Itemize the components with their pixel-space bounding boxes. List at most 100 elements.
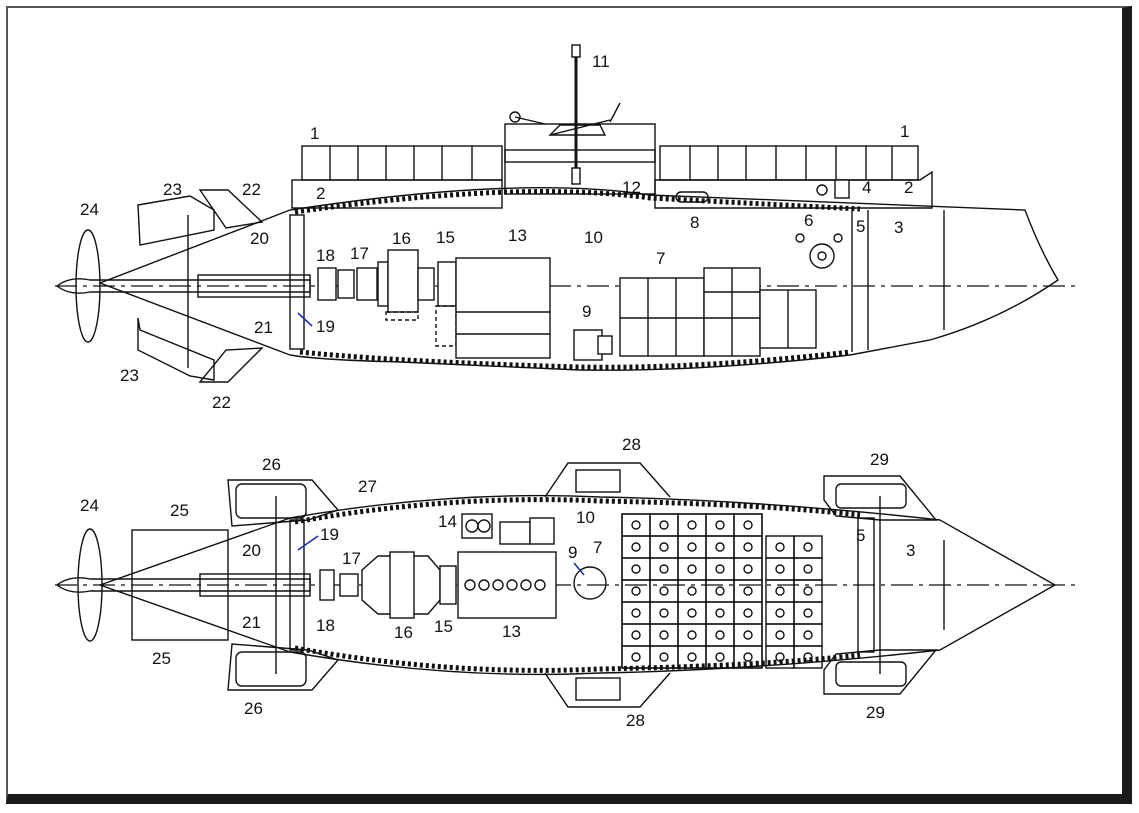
battery-grid-outline xyxy=(621,513,763,669)
top-label-24: 24 xyxy=(80,496,99,515)
top-label-9: 9 xyxy=(568,543,577,562)
battery-cell xyxy=(705,601,735,625)
battery-cell-terminal xyxy=(803,608,813,618)
battery-cell-terminal xyxy=(743,520,753,530)
side-label-17: 17 xyxy=(350,244,369,263)
battery-cell xyxy=(649,535,679,559)
battery-cell-terminal xyxy=(803,564,813,574)
battery-cell xyxy=(765,557,795,581)
side-label-20: 20 xyxy=(250,229,269,248)
side-ballast-aft xyxy=(291,179,503,209)
battery-cell xyxy=(621,623,651,647)
top-hull-plating-upper xyxy=(294,497,861,525)
battery-cell-terminal xyxy=(631,564,641,574)
battery-cell-terminal xyxy=(715,564,725,574)
side-hatch-mech xyxy=(834,179,850,199)
battery-cell-terminal xyxy=(687,652,697,662)
top-label-20: 20 xyxy=(242,541,261,560)
battery-cell xyxy=(765,535,795,559)
top-label-13: 13 xyxy=(502,622,521,641)
top-gear xyxy=(439,565,457,605)
battery-cell xyxy=(793,623,823,647)
battery-cell xyxy=(765,579,795,603)
side-periscope-head xyxy=(571,44,581,58)
battery-cell xyxy=(621,579,651,603)
battery-cell-terminal xyxy=(775,652,785,662)
side-engine xyxy=(455,257,551,359)
top-mid-tank-upper xyxy=(544,462,671,498)
side-coupling xyxy=(317,267,337,301)
top-propeller xyxy=(77,528,103,642)
side-deck-container-fwd xyxy=(659,145,919,181)
battery-cell xyxy=(677,513,707,537)
battery-cell xyxy=(765,623,795,647)
battery-cell xyxy=(649,557,679,581)
top-battery-grid xyxy=(621,513,823,669)
top-label-16: 16 xyxy=(394,623,413,642)
side-label-1a: 1 xyxy=(310,124,319,143)
top-pointer-9 xyxy=(573,562,585,576)
side-label-21: 21 xyxy=(254,318,273,337)
top-aft-tank-lower xyxy=(227,643,340,691)
top-stern-plane xyxy=(131,529,229,641)
battery-cell xyxy=(649,623,679,647)
top-label-17: 17 xyxy=(342,549,361,568)
side-ballast-fwd xyxy=(654,170,933,209)
battery-cell-terminal xyxy=(743,586,753,596)
battery-cell xyxy=(621,601,651,625)
battery-cell-terminal xyxy=(659,520,669,530)
battery-cell-terminal xyxy=(775,608,785,618)
side-label-22b: 22 xyxy=(212,393,231,412)
battery-cell-terminal xyxy=(743,652,753,662)
side-wheel xyxy=(809,243,835,269)
side-upper-stabilizer xyxy=(137,195,215,246)
battery-cell-terminal xyxy=(659,564,669,574)
battery-cell-terminal xyxy=(687,564,697,574)
top-label-26b: 26 xyxy=(244,699,263,718)
battery-cell xyxy=(621,535,651,559)
battery-cell-terminal xyxy=(803,586,813,596)
side-upper-fin xyxy=(198,189,264,229)
top-fwd-bulkhead xyxy=(857,517,875,653)
battery-cell xyxy=(705,535,735,559)
side-label-23a: 23 xyxy=(163,180,182,199)
battery-cell-terminal xyxy=(803,652,813,662)
battery-cell-terminal xyxy=(687,520,697,530)
battery-cell-terminal xyxy=(743,630,753,640)
battery-cell-terminal xyxy=(659,608,669,618)
battery-cell xyxy=(649,513,679,537)
side-label-23b: 23 xyxy=(120,366,139,385)
diagram-frame xyxy=(6,6,1132,804)
top-label-28b: 28 xyxy=(626,711,645,730)
side-label-3: 3 xyxy=(894,218,903,237)
battery-cell xyxy=(677,535,707,559)
side-label-19: 19 xyxy=(316,317,335,336)
side-label-16: 16 xyxy=(392,229,411,248)
top-label-27: 27 xyxy=(358,477,377,496)
battery-cell xyxy=(793,645,823,669)
battery-cell-terminal xyxy=(687,608,697,618)
battery-cell-terminal xyxy=(803,630,813,640)
top-aft-bulkhead xyxy=(289,519,305,651)
top-label-26a: 26 xyxy=(262,455,281,474)
battery-cell xyxy=(733,579,763,603)
battery-cell-terminal xyxy=(659,652,669,662)
battery-cell-terminal xyxy=(715,520,725,530)
battery-cell-terminal xyxy=(775,630,785,640)
top-hull xyxy=(97,494,1057,676)
side-motor xyxy=(387,249,419,313)
top-label-15: 15 xyxy=(434,617,453,636)
battery-cell xyxy=(705,557,735,581)
side-label-7: 7 xyxy=(656,249,665,268)
top-coupling xyxy=(319,569,335,601)
battery-cell-terminal xyxy=(743,542,753,552)
battery-cell xyxy=(733,623,763,647)
battery-cell xyxy=(677,579,707,603)
battery-cell xyxy=(677,623,707,647)
battery-cell-terminal xyxy=(743,564,753,574)
top-pump xyxy=(573,566,607,600)
side-tube xyxy=(675,191,709,203)
battery-cell xyxy=(793,579,823,603)
battery-cell-terminal xyxy=(687,630,697,640)
